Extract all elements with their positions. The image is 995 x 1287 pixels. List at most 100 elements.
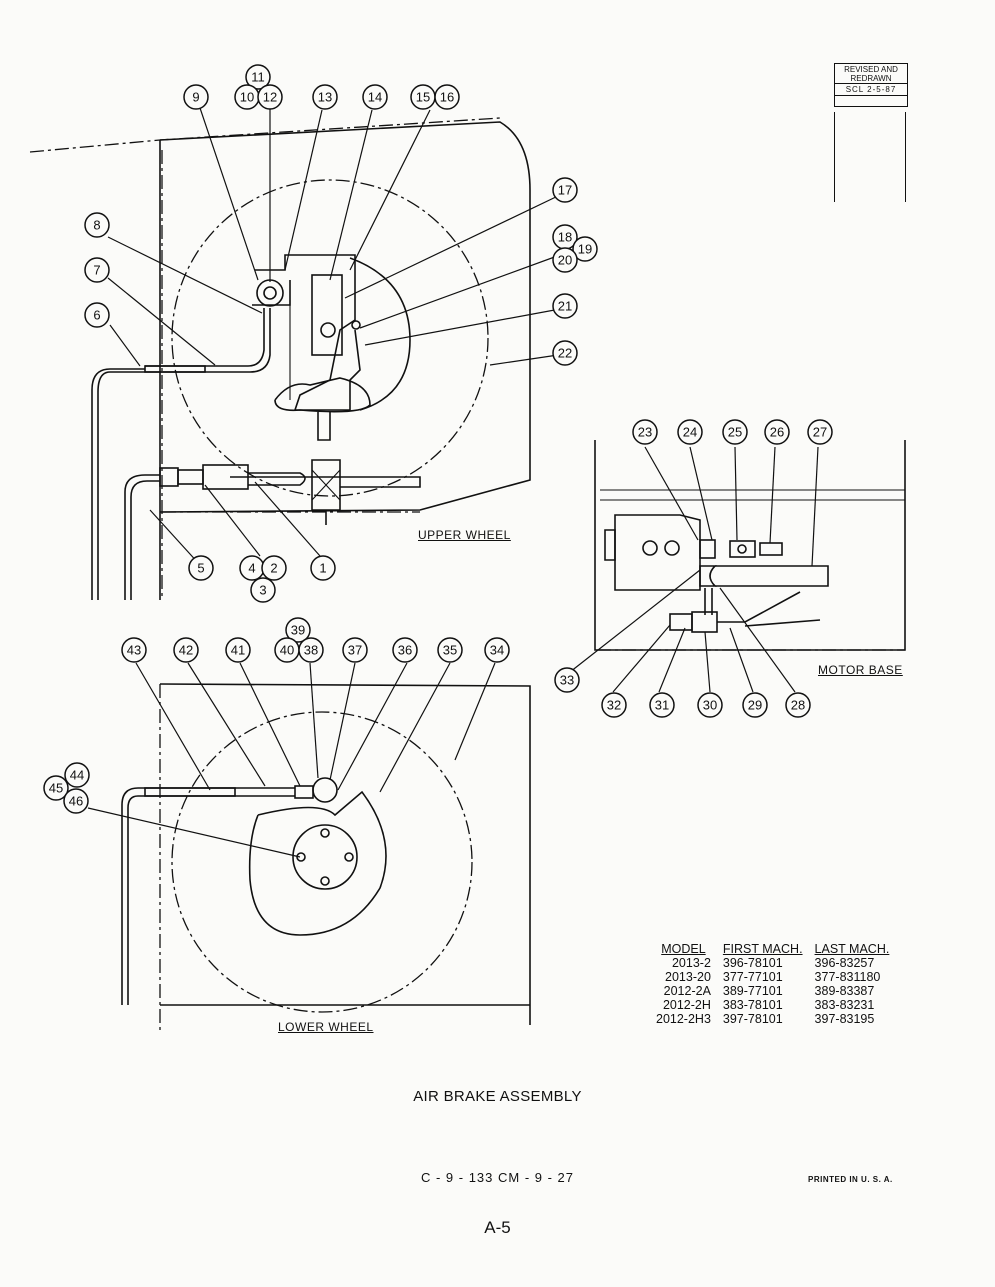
callout-3: 3 bbox=[250, 577, 276, 603]
svg-text:46: 46 bbox=[69, 794, 83, 809]
revision-line-2: REDRAWN bbox=[850, 74, 892, 83]
lower-brake-shoe bbox=[248, 790, 387, 936]
svg-text:33: 33 bbox=[560, 673, 574, 688]
callout-4: 4 bbox=[239, 555, 265, 581]
callouts: 9 11 10 12 13 14 15 16 17 18 19 20 21 22… bbox=[43, 64, 833, 814]
svg-text:45: 45 bbox=[49, 781, 63, 796]
svg-text:16: 16 bbox=[440, 90, 454, 105]
svg-text:41: 41 bbox=[231, 643, 245, 658]
svg-text:12: 12 bbox=[263, 90, 277, 105]
table-cell: 396-83257 bbox=[814, 956, 875, 970]
svg-text:20: 20 bbox=[558, 253, 572, 268]
callout-18: 18 bbox=[552, 224, 578, 250]
document-code: C - 9 - 133 CM - 9 - 27 bbox=[420, 1170, 575, 1185]
svg-text:15: 15 bbox=[416, 90, 430, 105]
svg-text:42: 42 bbox=[179, 643, 193, 658]
table-cell: 383-78101 bbox=[722, 998, 783, 1012]
callout-39: 39 bbox=[285, 617, 311, 643]
svg-text:35: 35 bbox=[443, 643, 457, 658]
svg-text:23: 23 bbox=[638, 425, 652, 440]
svg-text:7: 7 bbox=[93, 263, 100, 278]
callout-42: 42 bbox=[173, 637, 199, 663]
callout-21: 21 bbox=[552, 293, 578, 319]
svg-text:26: 26 bbox=[770, 425, 784, 440]
motor-valve-body bbox=[614, 514, 701, 591]
svg-text:11: 11 bbox=[251, 70, 265, 85]
leader-lines bbox=[87, 104, 819, 858]
model-serial-table: MODEL FIRST MACH. LAST MACH. 2013-2 396-… bbox=[650, 942, 895, 1026]
svg-text:25: 25 bbox=[728, 425, 742, 440]
callout-25: 25 bbox=[722, 419, 748, 445]
callout-43: 43 bbox=[121, 637, 147, 663]
table-cell: 397-83195 bbox=[814, 1012, 875, 1026]
svg-text:29: 29 bbox=[748, 698, 762, 713]
svg-text:44: 44 bbox=[70, 768, 84, 783]
callout-36: 36 bbox=[392, 637, 418, 663]
callout-9: 9 bbox=[183, 84, 209, 110]
brake-shoe bbox=[349, 257, 411, 411]
svg-text:37: 37 bbox=[348, 643, 362, 658]
callout-16: 16 bbox=[434, 84, 460, 110]
callout-40: 40 bbox=[274, 637, 300, 663]
revision-line-1: REVISED AND bbox=[844, 65, 898, 74]
callout-27: 27 bbox=[807, 419, 833, 445]
table-row: 2013-20 377-77101 377-831180 bbox=[650, 970, 895, 984]
table-cell: 2012-2A bbox=[663, 984, 711, 998]
callout-31: 31 bbox=[649, 692, 675, 718]
lower-wheel-rim bbox=[171, 711, 473, 1013]
callout-24: 24 bbox=[677, 419, 703, 445]
callout-20: 20 bbox=[552, 247, 578, 273]
svg-text:24: 24 bbox=[683, 425, 697, 440]
svg-text:10: 10 bbox=[240, 90, 254, 105]
upper-wheel-rim bbox=[171, 179, 489, 497]
callout-46: 46 bbox=[63, 788, 89, 814]
table-cell: 383-83231 bbox=[814, 998, 875, 1012]
svg-text:40: 40 bbox=[280, 643, 294, 658]
svg-text:28: 28 bbox=[791, 698, 805, 713]
svg-text:30: 30 bbox=[703, 698, 717, 713]
svg-text:34: 34 bbox=[490, 643, 504, 658]
callout-13: 13 bbox=[312, 84, 338, 110]
svg-text:5: 5 bbox=[197, 561, 204, 576]
svg-text:9: 9 bbox=[192, 90, 199, 105]
callout-44: 44 bbox=[64, 762, 90, 788]
callout-8: 8 bbox=[84, 212, 110, 238]
svg-text:3: 3 bbox=[259, 583, 266, 598]
svg-text:1: 1 bbox=[319, 561, 326, 576]
callout-28: 28 bbox=[785, 692, 811, 718]
table-cell: 377-77101 bbox=[722, 970, 783, 984]
lower-brake-chamber bbox=[312, 777, 338, 803]
callout-45: 45 bbox=[43, 775, 69, 801]
callout-32: 32 bbox=[601, 692, 627, 718]
table-row: 2012-2A 389-77101 389-83387 bbox=[650, 984, 895, 998]
callout-1: 1 bbox=[310, 555, 336, 581]
upper-wheel-assembly bbox=[29, 117, 531, 600]
revision-line-3: SCL 2-5-87 bbox=[835, 83, 907, 96]
svg-text:27: 27 bbox=[813, 425, 827, 440]
callout-12: 12 bbox=[257, 84, 283, 110]
callout-19: 19 bbox=[572, 236, 598, 262]
svg-text:18: 18 bbox=[558, 230, 572, 245]
table-cell: 2013-20 bbox=[665, 970, 711, 984]
callout-10: 10 bbox=[234, 84, 260, 110]
callout-5: 5 bbox=[188, 555, 214, 581]
svg-text:22: 22 bbox=[558, 346, 572, 361]
callout-17: 17 bbox=[552, 177, 578, 203]
lower-hub bbox=[292, 824, 358, 890]
table-cell: 397-78101 bbox=[722, 1012, 783, 1026]
svg-text:8: 8 bbox=[93, 218, 100, 233]
callout-7: 7 bbox=[84, 257, 110, 283]
svg-text:13: 13 bbox=[318, 90, 332, 105]
svg-text:2: 2 bbox=[270, 561, 277, 576]
svg-text:4: 4 bbox=[248, 561, 255, 576]
svg-text:31: 31 bbox=[655, 698, 669, 713]
svg-text:19: 19 bbox=[578, 242, 592, 257]
upper-wheel-label: UPPER WHEEL bbox=[418, 528, 511, 542]
callout-38: 38 bbox=[298, 637, 324, 663]
table-cell: 377-831180 bbox=[814, 970, 881, 984]
callout-26: 26 bbox=[764, 419, 790, 445]
svg-text:32: 32 bbox=[607, 698, 621, 713]
table-cell: 396-78101 bbox=[722, 956, 783, 970]
table-header-first: FIRST MACH. bbox=[722, 942, 803, 956]
